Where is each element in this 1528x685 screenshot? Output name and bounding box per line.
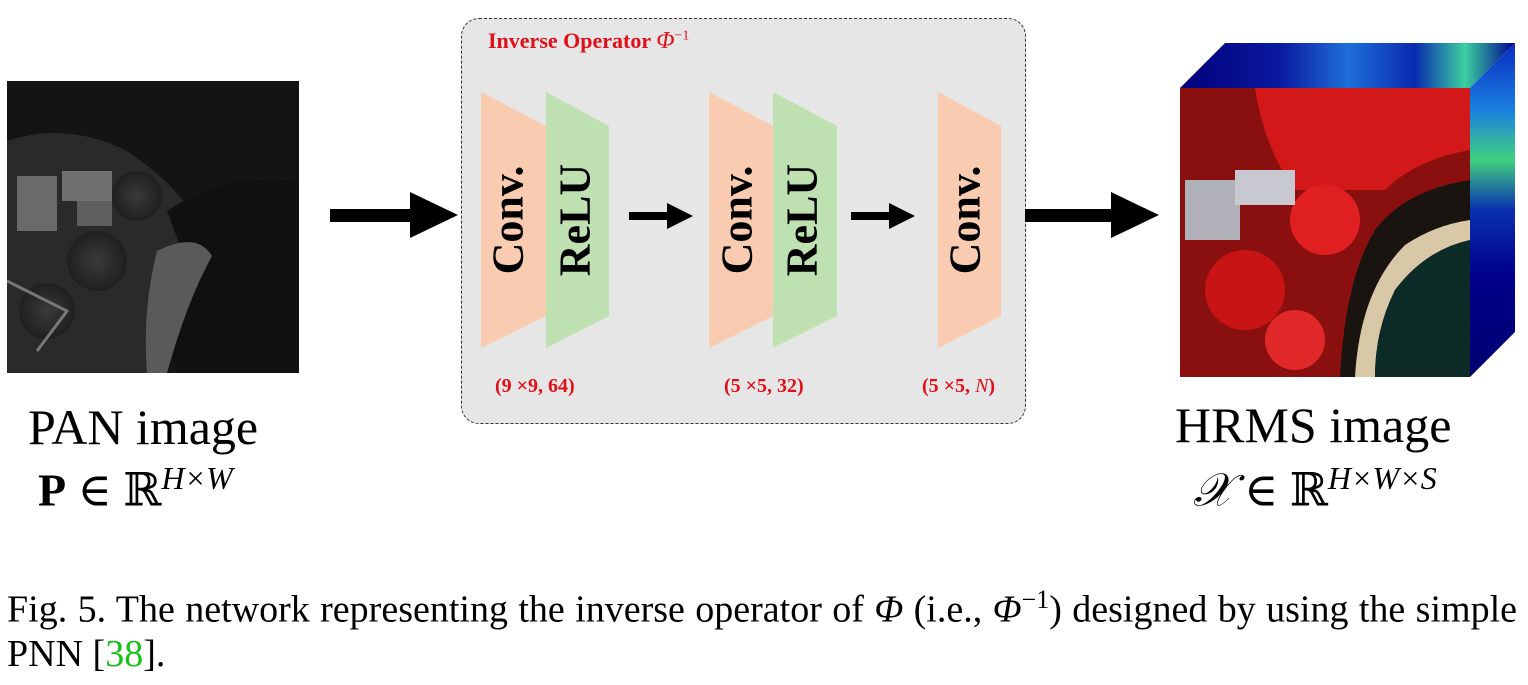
figure-caption: Fig. 5. The network representing the inv… xyxy=(7,578,1517,676)
relu2-shape xyxy=(773,92,837,348)
operator-title-superscript: −1 xyxy=(674,28,690,44)
conv3-label: Conv. xyxy=(940,165,990,275)
block3-params: (5 ×5, N) xyxy=(922,375,995,398)
pan-math-sup: H×W xyxy=(161,460,233,496)
conv1-shape xyxy=(481,92,546,348)
hrms-math-sup: H×W×S xyxy=(1327,460,1437,496)
block2-params: (5 ×5, 32) xyxy=(724,375,804,397)
pan-label: PAN image xyxy=(28,399,259,455)
relu2-label: ReLU xyxy=(777,163,827,277)
caption-middle2: ) designed by using the simple PNN [ xyxy=(7,588,1517,675)
conv2-label: Conv. xyxy=(712,165,762,275)
block3-params-prefix: (5 ×5, xyxy=(922,375,976,397)
pan-math-symbol: P xyxy=(38,464,67,516)
inner-arrow-1 xyxy=(629,203,693,229)
caption-middle: (i.e., xyxy=(903,588,993,631)
hrms-label: HRMS image xyxy=(1175,397,1452,453)
relu1-shape xyxy=(546,92,609,348)
block3-params-var: N xyxy=(975,375,989,397)
inner-arrow-2 xyxy=(851,203,915,229)
operator-title: Inverse Operator Φ−1 xyxy=(488,28,689,55)
caption-phi2: Φ xyxy=(992,588,1022,631)
output-arrow xyxy=(1025,192,1159,238)
caption-sup: −1 xyxy=(1021,585,1050,614)
operator-title-text: Inverse Operator xyxy=(488,28,657,53)
block3-params-suffix: ) xyxy=(988,375,996,397)
relu1-label: ReLU xyxy=(550,163,600,277)
conv3-shape xyxy=(938,92,1001,348)
hrms-math-symbol: 𝒳 xyxy=(1193,464,1233,516)
hrms-math: 𝒳 ∈ ℝH×W×S xyxy=(1193,460,1437,518)
block1-params: (9 ×9, 64) xyxy=(495,375,575,397)
caption-phi: Φ xyxy=(874,588,904,631)
input-arrow xyxy=(330,192,458,238)
pan-image xyxy=(7,81,299,373)
caption-suffix: ]. xyxy=(143,632,166,675)
hrms-math-rest: ∈ ℝ xyxy=(1232,464,1328,516)
caption-reference-link[interactable]: 38 xyxy=(105,632,144,675)
layer-shapes xyxy=(481,92,1001,348)
hrms-cube xyxy=(1180,43,1515,377)
caption-prefix: Fig. 5. The network representing the inv… xyxy=(7,588,875,631)
pan-math-rest: ∈ ℝ xyxy=(66,464,162,516)
conv2-shape xyxy=(709,92,773,348)
pan-math: P ∈ ℝH×W xyxy=(38,460,233,516)
operator-title-symbol: Φ xyxy=(656,28,675,54)
conv1-label: Conv. xyxy=(483,165,533,275)
